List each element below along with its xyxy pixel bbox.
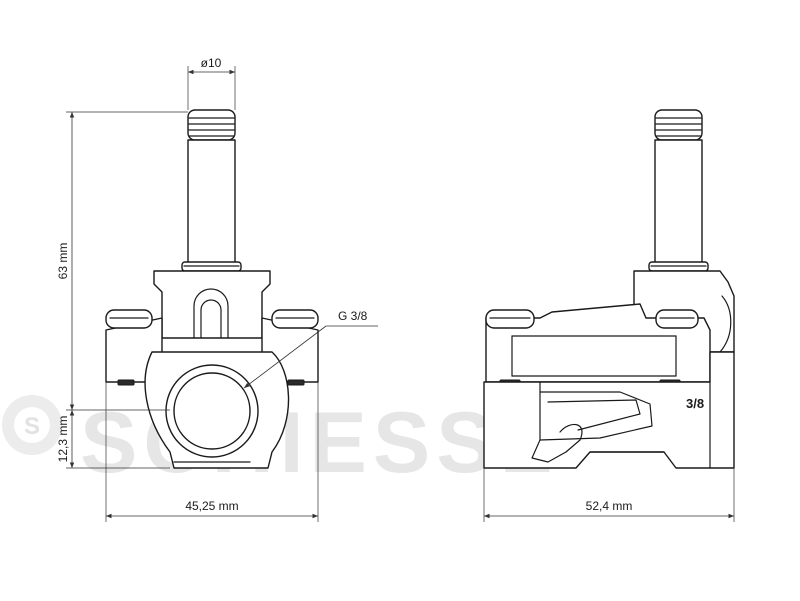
port-inner [173, 372, 251, 450]
dim-base-height-label: 12,3 mm [56, 416, 70, 463]
dim-stem-diameter-label: ø10 [201, 56, 222, 70]
stem [181, 109, 242, 272]
front-view: G 3/8 [105, 109, 378, 469]
dim-base-height: 12,3 mm [56, 410, 170, 469]
dim-stem-diameter: ø10 [187, 56, 236, 110]
valve-body-side [483, 351, 735, 469]
dim-front-width-label: 45,25 mm [185, 499, 238, 513]
dim-total-height: 63 mm [56, 111, 188, 411]
housing-top [153, 270, 271, 339]
dim-side-width-label: 52,4 mm [586, 499, 633, 513]
dim-side-width: 52,4 mm [483, 468, 735, 522]
stem-side [648, 109, 709, 272]
dim-front-width: 45,25 mm [105, 382, 319, 522]
watermark-badge-letter: S [24, 413, 40, 440]
port-size-label: 3/8 [686, 396, 704, 411]
watermark-badge-icon: S [2, 395, 62, 455]
cover-plate-side [485, 303, 711, 386]
thread-callout: G 3/8 [243, 309, 378, 389]
dim-total-height-label: 63 mm [56, 243, 70, 280]
side-view: 3/8 [483, 109, 735, 469]
thread-callout-label: G 3/8 [338, 309, 368, 323]
